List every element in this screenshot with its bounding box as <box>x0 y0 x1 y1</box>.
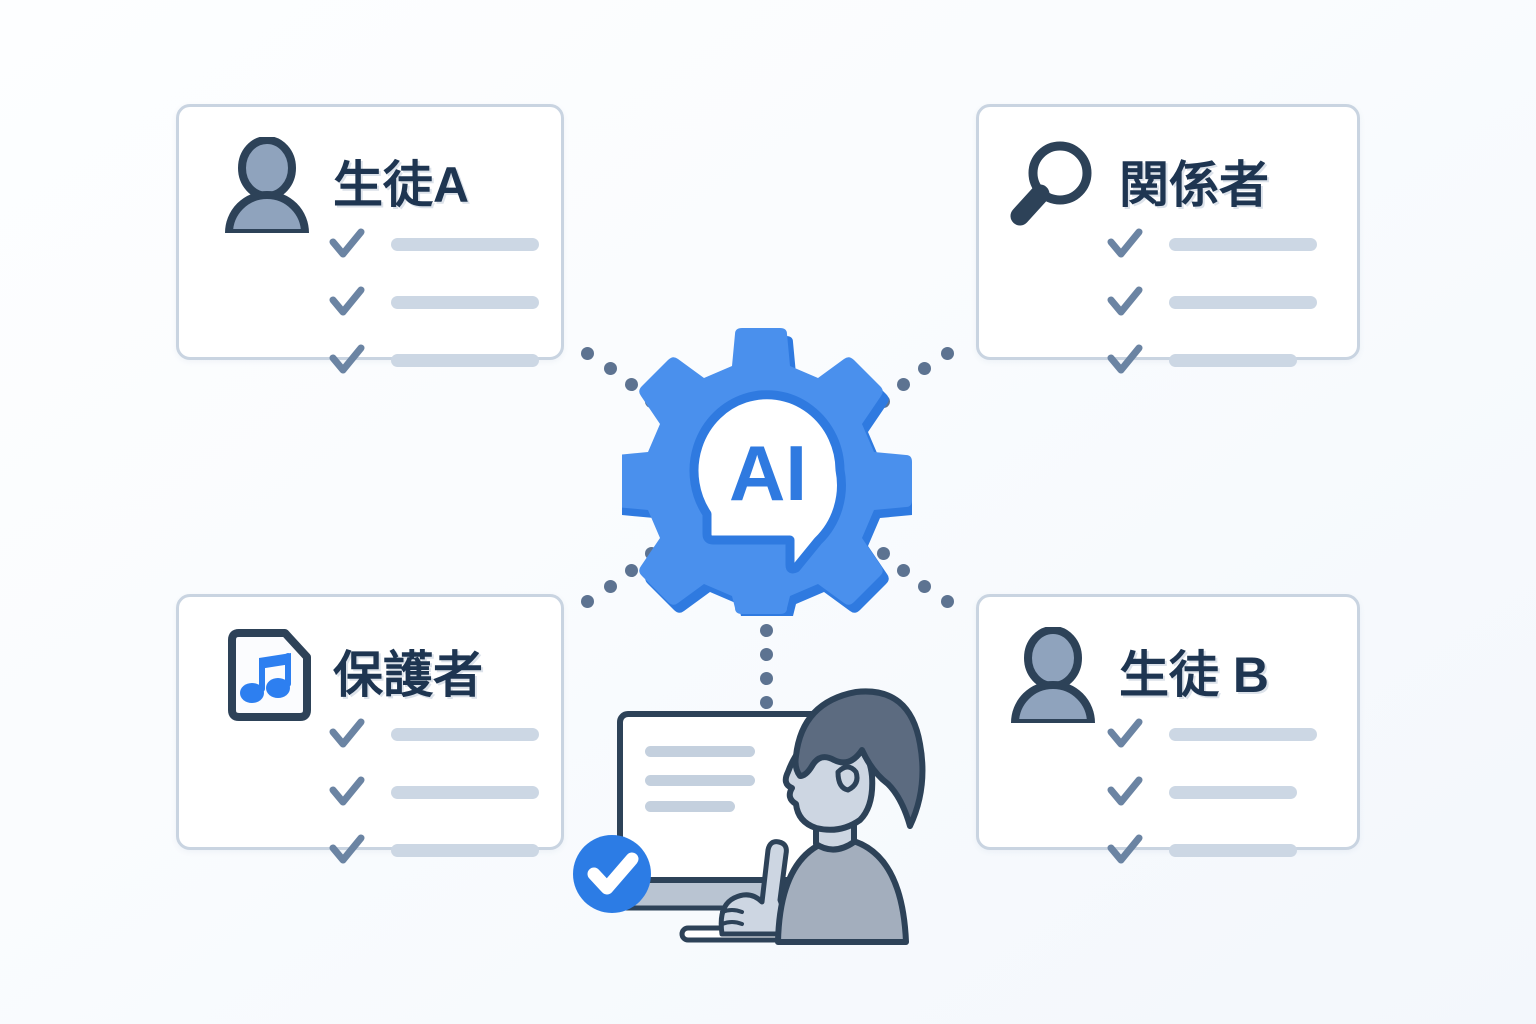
ai-gear-node[interactable]: AI <box>610 328 918 622</box>
card-guardian[interactable]: 保護者 <box>176 594 564 864</box>
card-title: 保護者 <box>333 647 483 703</box>
check-icon <box>1107 228 1143 258</box>
connector-dot <box>877 547 890 560</box>
check-icon <box>1107 344 1143 374</box>
card-student-a[interactable]: 生徒A <box>176 104 564 374</box>
checklist <box>1107 717 1317 867</box>
check-icon <box>329 228 365 258</box>
check-line <box>391 295 539 309</box>
check-line <box>1169 237 1317 251</box>
check-line <box>1169 785 1297 799</box>
check-icon <box>1107 286 1143 316</box>
screen-line <box>645 746 755 757</box>
person-avatar-icon <box>225 137 309 233</box>
music-document-icon <box>228 629 311 721</box>
check-line <box>391 785 539 799</box>
connector-dot <box>581 347 594 360</box>
check-icon <box>329 776 365 806</box>
check-line <box>391 843 539 857</box>
check-icon <box>329 286 365 316</box>
check-icon <box>1107 718 1143 748</box>
connector-dot <box>581 595 594 608</box>
check-line <box>1169 727 1317 741</box>
screen-line <box>645 801 735 812</box>
card-header: 生徒A <box>219 137 469 233</box>
connector-dot <box>760 672 773 685</box>
check-icon <box>329 834 365 864</box>
card-header: 関係者 <box>1005 137 1269 233</box>
check-row[interactable] <box>329 227 539 261</box>
check-row[interactable] <box>1107 343 1317 377</box>
check-icon <box>1107 776 1143 806</box>
checklist <box>1107 227 1317 377</box>
connector-dot <box>625 378 638 391</box>
connector-dot <box>897 564 910 577</box>
check-line <box>391 353 539 367</box>
connector-dot <box>760 648 773 661</box>
check-icon <box>1107 834 1143 864</box>
card-stakeholder[interactable]: 関係者 <box>976 104 1360 374</box>
connector-dot <box>604 362 617 375</box>
person-avatar-icon <box>1011 627 1095 723</box>
check-row[interactable] <box>329 833 539 867</box>
check-row[interactable] <box>329 285 539 319</box>
check-line <box>1169 843 1297 857</box>
ai-label: AI <box>729 429 807 517</box>
connector-dot <box>897 378 910 391</box>
check-icon <box>329 718 365 748</box>
check-row[interactable] <box>329 343 539 377</box>
connector-dot <box>760 696 773 709</box>
check-row[interactable] <box>1107 775 1317 809</box>
card-title: 関係者 <box>1119 157 1269 213</box>
magnifying-glass-icon <box>1010 141 1092 226</box>
card-title: 生徒 B <box>1119 647 1269 703</box>
person-at-monitor-icon[interactable] <box>572 676 972 946</box>
connector-dot <box>625 564 638 577</box>
check-line <box>1169 295 1317 309</box>
connector-dot <box>918 362 931 375</box>
ai-gear-head-icon: AI <box>610 328 918 622</box>
check-row[interactable] <box>1107 833 1317 867</box>
card-title: 生徒A <box>333 157 470 213</box>
card-header: 生徒 B <box>1005 627 1269 723</box>
check-line <box>1169 353 1297 367</box>
check-row[interactable] <box>1107 717 1317 751</box>
checklist <box>329 227 539 377</box>
connector-dot <box>604 580 617 593</box>
card-student-b[interactable]: 生徒 B <box>976 594 1360 864</box>
checklist <box>329 717 539 867</box>
check-line <box>391 727 539 741</box>
card-header: 保護者 <box>219 627 483 723</box>
connector-dot <box>760 624 773 637</box>
check-row[interactable] <box>329 717 539 751</box>
badge-check-icon <box>587 852 639 895</box>
check-icon <box>329 344 365 374</box>
connector-dot <box>918 580 931 593</box>
screen-line <box>645 775 755 786</box>
connector-dot <box>941 347 954 360</box>
check-row[interactable] <box>329 775 539 809</box>
connector-dot <box>941 595 954 608</box>
person-scene-graphic <box>573 688 926 945</box>
check-row[interactable] <box>1107 227 1317 261</box>
check-line <box>391 237 539 251</box>
check-row[interactable] <box>1107 285 1317 319</box>
